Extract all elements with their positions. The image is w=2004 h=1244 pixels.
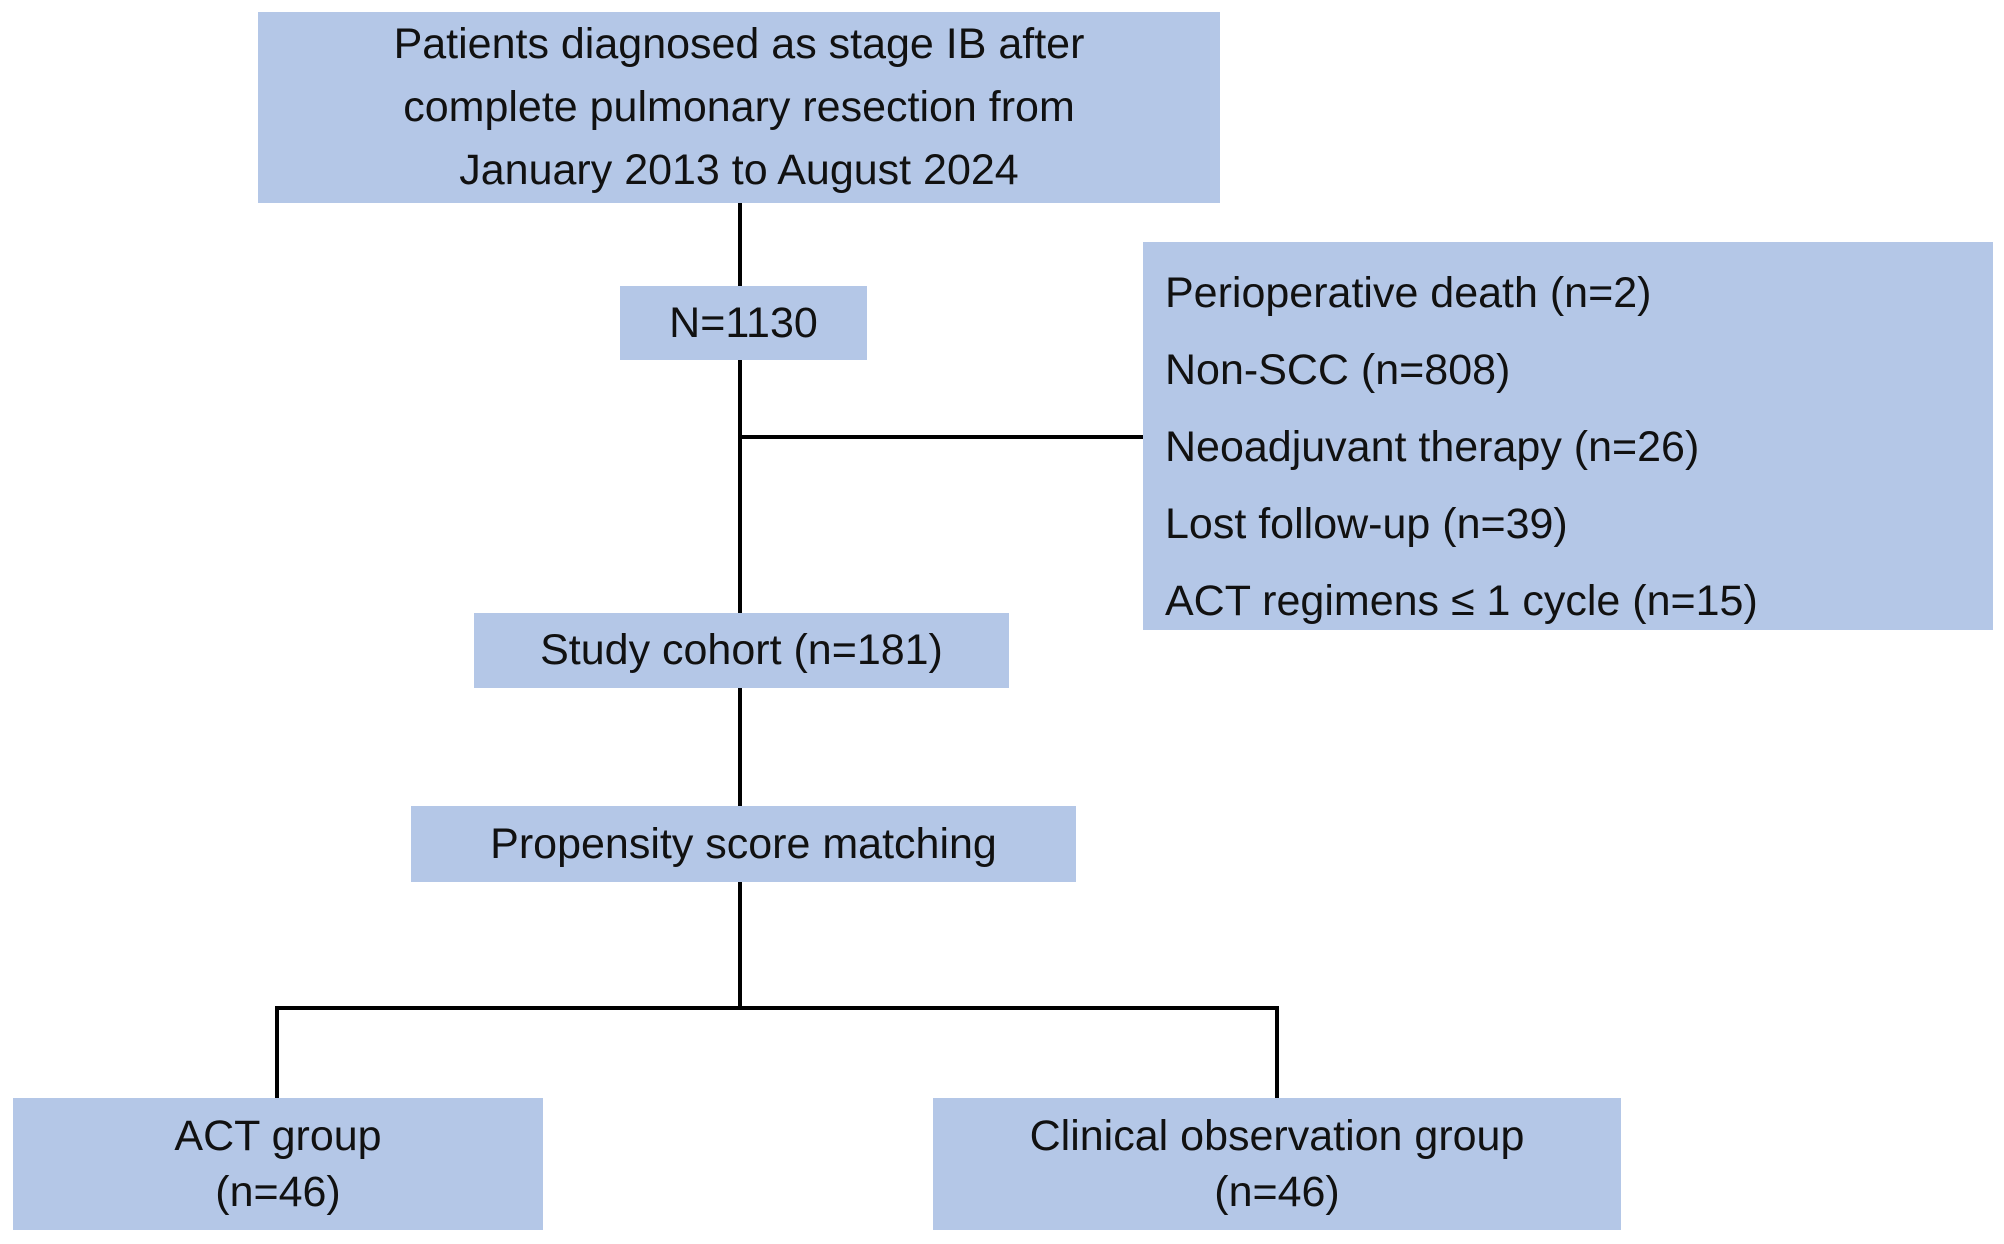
connector-cohort-to-matching: [738, 688, 742, 806]
enrollment-line-2: complete pulmonary resection from: [403, 83, 1075, 131]
connector-matching-to-split: [738, 882, 742, 1008]
act-group-box: ACT group (n=46): [13, 1098, 543, 1230]
enrollment-line-1: Patients diagnosed as stage IB after: [393, 20, 1085, 68]
connector-split-to-act-group: [275, 1006, 279, 1098]
enrollment-line-3: January 2013 to August 2024: [459, 146, 1019, 194]
exclusion-item: Non-SCC (n=808): [1165, 346, 1511, 394]
act-group-line-2: (n=46): [215, 1168, 341, 1216]
exclusion-item: Lost follow-up (n=39): [1165, 500, 1568, 548]
connector-split-horizontal: [275, 1006, 1279, 1010]
exclusions-box: Perioperative death (n=2) Non-SCC (n=808…: [1143, 242, 1993, 630]
exclusion-item: ACT regimens ≤ 1 cycle (n=15): [1165, 577, 1758, 625]
act-group-line-1: ACT group: [174, 1112, 382, 1160]
propensity-matching-label: Propensity score matching: [490, 819, 997, 868]
observation-group-box: Clinical observation group (n=46): [933, 1098, 1621, 1230]
connector-branch-to-exclusions: [740, 435, 1143, 439]
connector-split-to-observation-group: [1275, 1006, 1279, 1098]
exclusion-item: Perioperative death (n=2): [1165, 269, 1652, 317]
exclusion-item: Neoadjuvant therapy (n=26): [1165, 423, 1700, 471]
study-cohort-box: Study cohort (n=181): [474, 613, 1009, 688]
observation-group-line-2: (n=46): [1214, 1168, 1340, 1216]
observation-group-line-1: Clinical observation group: [1029, 1112, 1525, 1160]
connector-total-to-cohort: [738, 360, 742, 613]
propensity-matching-box: Propensity score matching: [411, 806, 1076, 882]
study-cohort-label: Study cohort (n=181): [540, 626, 943, 674]
connector-enrollment-to-total: [738, 203, 742, 286]
enrollment-box: Patients diagnosed as stage IB after com…: [258, 12, 1220, 203]
total-count-box: N=1130: [620, 286, 867, 360]
total-count-label: N=1130: [669, 298, 818, 347]
